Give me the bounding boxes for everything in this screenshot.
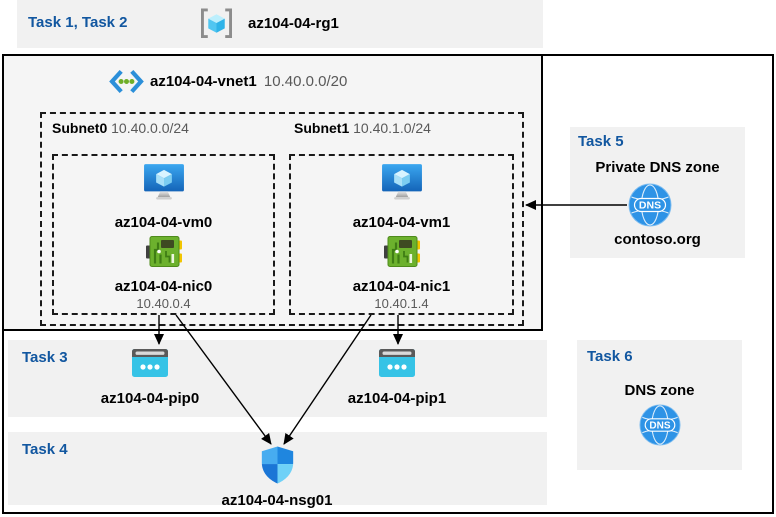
task3-panel: Task 3 az104-04-pip0: [8, 340, 547, 417]
task-1-2-label: Task 1, Task 2: [28, 14, 128, 31]
subnet1-name: Subnet1: [294, 120, 350, 136]
pip0-icon: [131, 347, 169, 384]
subnet0-box: az104-04-vm0 az104-04-nic0 10.40.0.4: [52, 154, 275, 315]
vm0-label: az104-04-vm0: [114, 214, 213, 231]
private-dns-zone-name: contoso.org: [614, 231, 701, 248]
vnet-cidr: 10.40.0.0/20: [263, 73, 348, 90]
nic1-label: az104-04-nic1: [352, 278, 451, 295]
subnet0-cidr: 10.40.0.0/24: [111, 120, 189, 136]
task5-panel: Task 5 Private DNS zone DNS contoso.org: [570, 127, 745, 258]
dns-zone-icon: DNS: [638, 404, 681, 451]
pip1-label: az104-04-pip1: [347, 390, 447, 407]
subnet1-label: Subnet1 10.40.1.0/24: [294, 120, 431, 136]
task6-label: Task 6: [587, 348, 633, 365]
dns-icon-text: DNS: [639, 200, 661, 212]
nsg-label: az104-04-nsg01: [221, 492, 333, 509]
nic0-icon: [145, 236, 183, 274]
subnet0-label: Subnet0 10.40.0.0/24: [52, 120, 189, 136]
vnet-icon: [108, 68, 145, 100]
vm0-icon: [143, 164, 185, 207]
resource-group-icon: [200, 8, 233, 44]
nic1-icon: [383, 236, 421, 274]
vm1-label: az104-04-vm1: [352, 214, 451, 231]
nsg-group: az104-04-nsg01: [212, 446, 342, 509]
task3-label: Task 3: [22, 349, 68, 366]
pip0-label: az104-04-pip0: [100, 390, 200, 407]
vnet-box: az104-04-vnet1 10.40.0.0/20 Subnet0 10.4…: [2, 54, 543, 331]
task4-label: Task 4: [22, 441, 68, 458]
subnets-container: [40, 112, 524, 326]
dns-icon-text: DNS: [649, 420, 670, 431]
vnet-name: az104-04-vnet1: [150, 73, 257, 90]
private-dns-icon: DNS: [628, 183, 672, 232]
nsg-shield-icon: [261, 446, 294, 489]
dns-zone-title: DNS zone: [624, 382, 695, 399]
nic0-label: az104-04-nic0: [114, 278, 213, 295]
nic0-ip: 10.40.0.4: [136, 296, 191, 311]
vnet-title: az104-04-vnet1 10.40.0.0/20: [150, 73, 347, 90]
resource-group-name: az104-04-rg1: [248, 15, 339, 32]
nic1-ip: 10.40.1.4: [374, 296, 429, 311]
task4-panel: Task 4 az104-04-nsg01: [8, 432, 547, 509]
pip0-group: az104-04-pip0: [85, 347, 215, 407]
pip1-icon: [378, 347, 416, 384]
vm1-icon: [381, 164, 423, 207]
task6-panel: Task 6 DNS zone DNS: [577, 340, 742, 470]
subnet1-box: az104-04-vm1 az104-04-nic1 10.40.1.4: [289, 154, 514, 315]
subnet0-name: Subnet0: [52, 120, 108, 136]
subnet1-cidr: 10.40.1.0/24: [353, 120, 431, 136]
resource-group-band: Task 1, Task 2 az104-04-rg1: [17, 0, 543, 48]
private-dns-zone-title: Private DNS zone: [595, 159, 720, 176]
task5-label: Task 5: [578, 133, 624, 150]
pip1-group: az104-04-pip1: [332, 347, 462, 407]
